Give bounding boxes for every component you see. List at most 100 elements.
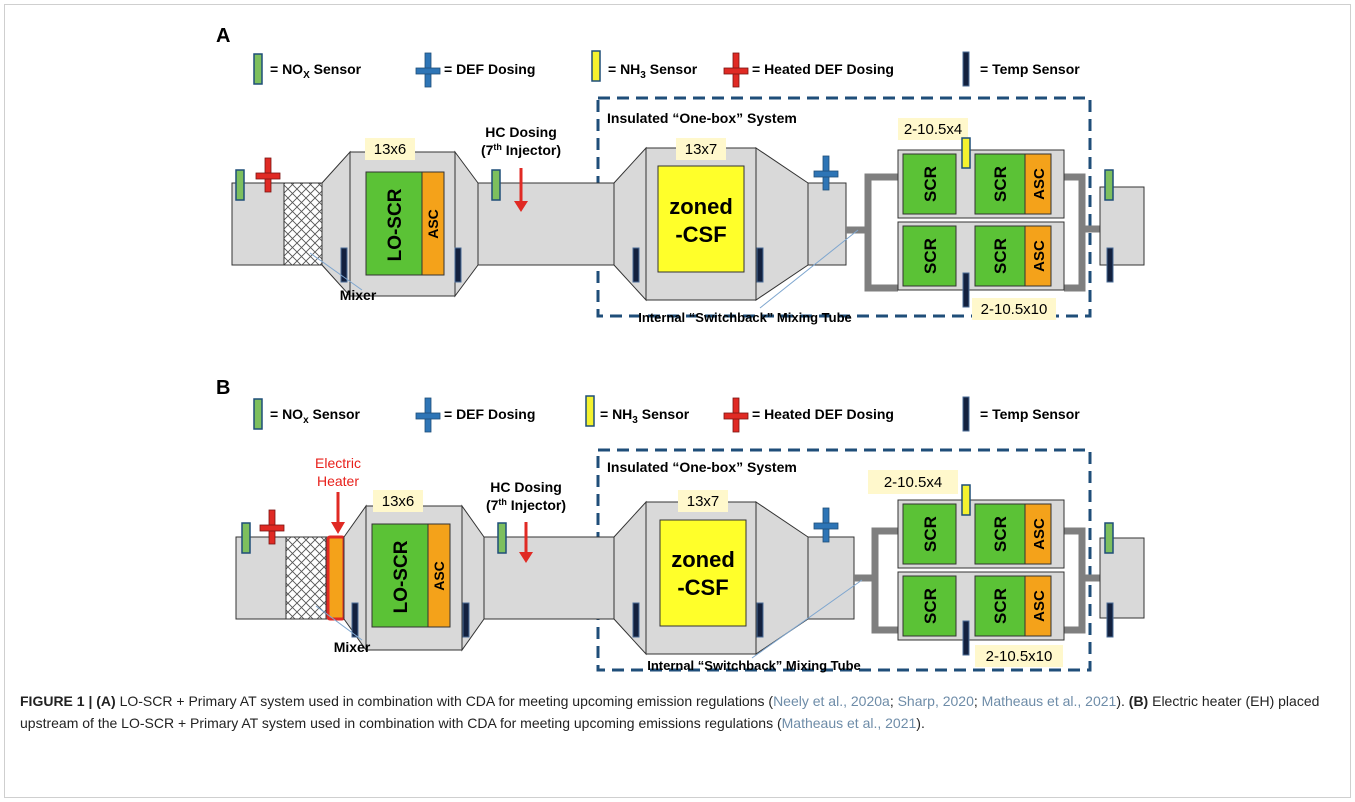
legend-nh3-label: = NH3 Sensor bbox=[608, 61, 698, 81]
mixer-label: Mixer bbox=[334, 639, 371, 655]
def-dosing-legend-icon bbox=[415, 397, 441, 433]
switchback-tube-in bbox=[846, 173, 898, 292]
citation-link[interactable]: Neely et al., 2020a bbox=[773, 693, 890, 709]
asc-label-top: ASC bbox=[1031, 168, 1048, 200]
scr-label-bottom-1: SCR bbox=[921, 588, 940, 624]
temp-sensor-csf-out bbox=[756, 247, 764, 283]
electric-heater-label-1: Electric bbox=[315, 455, 361, 471]
temp-sensor-legend-icon bbox=[962, 396, 970, 432]
switchback-tube-out bbox=[1064, 527, 1100, 634]
citation-link[interactable]: Matheaus et al., 2021 bbox=[981, 693, 1117, 709]
nh3-sensor-legend-icon bbox=[591, 50, 601, 82]
temp-sensor-lo-scr-out bbox=[454, 247, 462, 283]
electric-heater-label-2: Heater bbox=[317, 473, 359, 489]
nh3-sensor bbox=[961, 484, 971, 516]
csf-outlet-cone bbox=[755, 147, 809, 301]
zoned-csf-brick bbox=[657, 165, 745, 273]
dim-lo-scr: 13x6 bbox=[374, 141, 407, 158]
lo-scr-label: LO-SCR bbox=[391, 540, 412, 613]
nh3-sensor bbox=[961, 137, 971, 169]
mixer-leader bbox=[309, 252, 363, 291]
temp-sensor-outlet bbox=[1106, 602, 1114, 638]
onebox-label: Insulated “One-box” System bbox=[607, 459, 797, 475]
scr-label-bottom-2: SCR bbox=[991, 588, 1010, 624]
dim-scr-top: 2-10.5x4 bbox=[884, 474, 942, 491]
dim-csf: 13x7 bbox=[685, 141, 718, 158]
temp-sensor-legend-icon bbox=[962, 51, 970, 87]
scr-can-top bbox=[897, 149, 1065, 219]
dim-scr-bottom: 2-10.5x10 bbox=[981, 301, 1048, 318]
temp-sensor-lo-scr-out bbox=[462, 602, 470, 638]
zoned-csf-brick bbox=[659, 519, 747, 627]
temp-sensor-scr bbox=[962, 272, 970, 308]
hc-dosing-arrowhead bbox=[514, 201, 528, 212]
aftertreatment-diagram: A = NOX Sensor = DEF Dosing = NH3 Sensor… bbox=[216, 25, 1145, 673]
csf-label: -CSF bbox=[677, 575, 728, 600]
scr-can-bottom bbox=[897, 571, 1065, 641]
caption-separator: ; bbox=[889, 693, 898, 709]
csf-outlet-pipe bbox=[807, 182, 847, 266]
legend-heated-label: = Heated DEF Dosing bbox=[752, 406, 894, 422]
scr-label-top-2: SCR bbox=[991, 516, 1010, 552]
nox-sensor-outlet bbox=[1104, 169, 1114, 201]
lo-scr-label: LO-SCR bbox=[385, 188, 406, 261]
temp-sensor-scr bbox=[962, 620, 970, 656]
legend-a: = NOX Sensor = DEF Dosing = NH3 Sensor =… bbox=[253, 50, 1080, 88]
scr-label-top-1: SCR bbox=[921, 166, 940, 202]
scr-can-bottom bbox=[897, 221, 1065, 291]
temp-sensor-lo-scr-in bbox=[351, 602, 359, 638]
onebox-label: Insulated “One-box” System bbox=[607, 110, 797, 126]
caption-separator: ). bbox=[916, 715, 925, 731]
csf-outlet-pipe bbox=[807, 536, 855, 620]
def-dosing-legend-icon bbox=[415, 52, 441, 88]
citation-link[interactable]: Matheaus et al., 2021 bbox=[781, 715, 917, 731]
asc-label-bottom: ASC bbox=[1031, 590, 1048, 622]
citation-link[interactable]: Sharp, 2020 bbox=[897, 693, 974, 709]
legend-temp-label: = Temp Sensor bbox=[980, 61, 1080, 77]
heated-def-dosing-legend-icon bbox=[723, 52, 749, 88]
nox-sensor-legend-icon bbox=[253, 53, 263, 85]
asc-label-lo: ASC bbox=[425, 209, 441, 239]
dim-scr-bottom: 2-10.5x10 bbox=[986, 648, 1053, 665]
caption-figure-label: FIGURE 1 | bbox=[20, 693, 97, 709]
nox-sensor-inlet bbox=[241, 522, 251, 554]
panel-b-letter: B bbox=[216, 377, 230, 399]
nox-sensor-mid bbox=[497, 522, 507, 554]
lo-scr-brick bbox=[365, 171, 423, 276]
caption-a-marker: (A) bbox=[96, 693, 116, 709]
mixer-leader bbox=[315, 605, 363, 641]
zoned-label: zoned bbox=[669, 194, 733, 219]
temp-sensor-csf-in bbox=[632, 247, 640, 283]
dim-csf: 13x7 bbox=[687, 493, 720, 510]
switchback-leader bbox=[751, 579, 863, 659]
lo-scr-asc-brick bbox=[427, 523, 451, 628]
temp-sensor-csf-in bbox=[632, 602, 640, 638]
figure-caption: FIGURE 1 | (A) LO-SCR + Primary AT syste… bbox=[20, 690, 1335, 734]
scr-label-top-1: SCR bbox=[921, 516, 940, 552]
asc-label-lo: ASC bbox=[431, 561, 447, 591]
csf-inlet-cone bbox=[613, 146, 647, 302]
caption-a-text: LO-SCR + Primary AT system used in combi… bbox=[115, 693, 774, 709]
heater-arrowhead bbox=[331, 522, 345, 534]
scr-can-top bbox=[897, 499, 1065, 569]
panel-a: A = NOX Sensor = DEF Dosing = NH3 Sensor… bbox=[216, 25, 1145, 325]
nox-sensor-legend-icon bbox=[253, 398, 263, 430]
dim-scr-top: 2-10.5x4 bbox=[904, 121, 962, 138]
mixer-mesh bbox=[285, 536, 327, 620]
legend-nh3-label: = NH3 Sensor bbox=[600, 406, 690, 426]
electric-heater bbox=[326, 535, 346, 621]
asc-label-bottom: ASC bbox=[1031, 240, 1048, 272]
nox-sensor-outlet bbox=[1104, 522, 1114, 554]
switchback-tube-out bbox=[1064, 173, 1100, 292]
panel-b: B = NOx Sensor = DEF Dosing = NH3 Sensor… bbox=[216, 377, 1145, 673]
figure-frame bbox=[4, 4, 1351, 798]
hc-injector-label: (7th Injector) bbox=[481, 142, 561, 158]
legend-def-label: = DEF Dosing bbox=[444, 406, 535, 422]
legend-def-label: = DEF Dosing bbox=[444, 61, 535, 77]
scr-label-bottom-1: SCR bbox=[921, 238, 940, 274]
asc-label-top: ASC bbox=[1031, 518, 1048, 550]
scr-label-top-2: SCR bbox=[991, 166, 1010, 202]
hc-injector-label: (7th Injector) bbox=[486, 497, 566, 513]
temp-sensor-outlet bbox=[1106, 247, 1114, 283]
csf-inlet-cone bbox=[613, 500, 647, 656]
